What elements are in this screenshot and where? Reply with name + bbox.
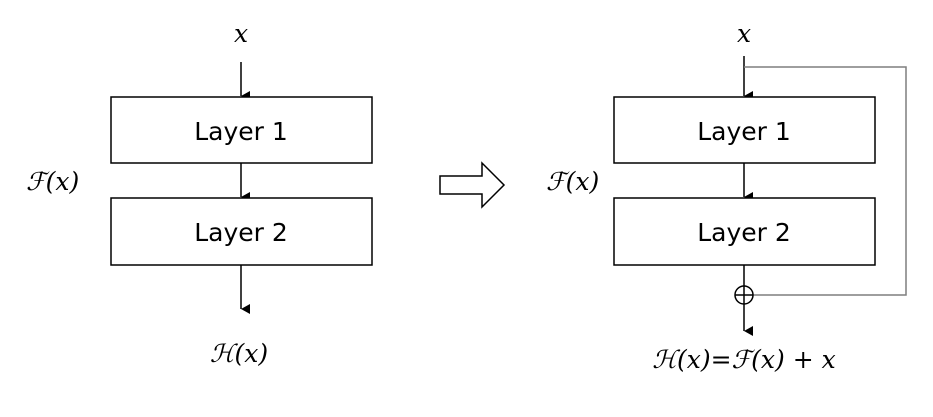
residual-function-label: ℱ(x) bbox=[546, 167, 599, 196]
residual-layer2-label: Layer 2 bbox=[697, 218, 791, 247]
residual-output-label: ℋ(x)=ℱ(x) + x bbox=[652, 345, 835, 374]
residual-layer1-box bbox=[613, 96, 876, 164]
plain-output-label: ℋ(x) bbox=[210, 339, 268, 368]
plain-layer2-box bbox=[110, 197, 373, 266]
residual-block: x Layer 1 Layer 2 ℱ(x) ℋ(x)=ℱ(x) + x bbox=[546, 19, 907, 374]
hollow-right-arrow-icon bbox=[439, 161, 506, 209]
plain-layer1-label: Layer 1 bbox=[194, 117, 288, 146]
residual-layer2-box bbox=[613, 197, 876, 266]
circle-plus-icon bbox=[734, 285, 754, 305]
residual-input-label: x bbox=[737, 19, 751, 48]
skip-connection-line bbox=[744, 66, 907, 296]
plain-layer2-label: Layer 2 bbox=[194, 218, 288, 247]
plain-input-label: x bbox=[234, 19, 248, 48]
residual-layer1-label: Layer 1 bbox=[697, 117, 791, 146]
plain-block: x Layer 1 Layer 2 ℱ(x) ℋ(x) bbox=[26, 19, 373, 368]
plain-function-label: ℱ(x) bbox=[26, 167, 79, 196]
